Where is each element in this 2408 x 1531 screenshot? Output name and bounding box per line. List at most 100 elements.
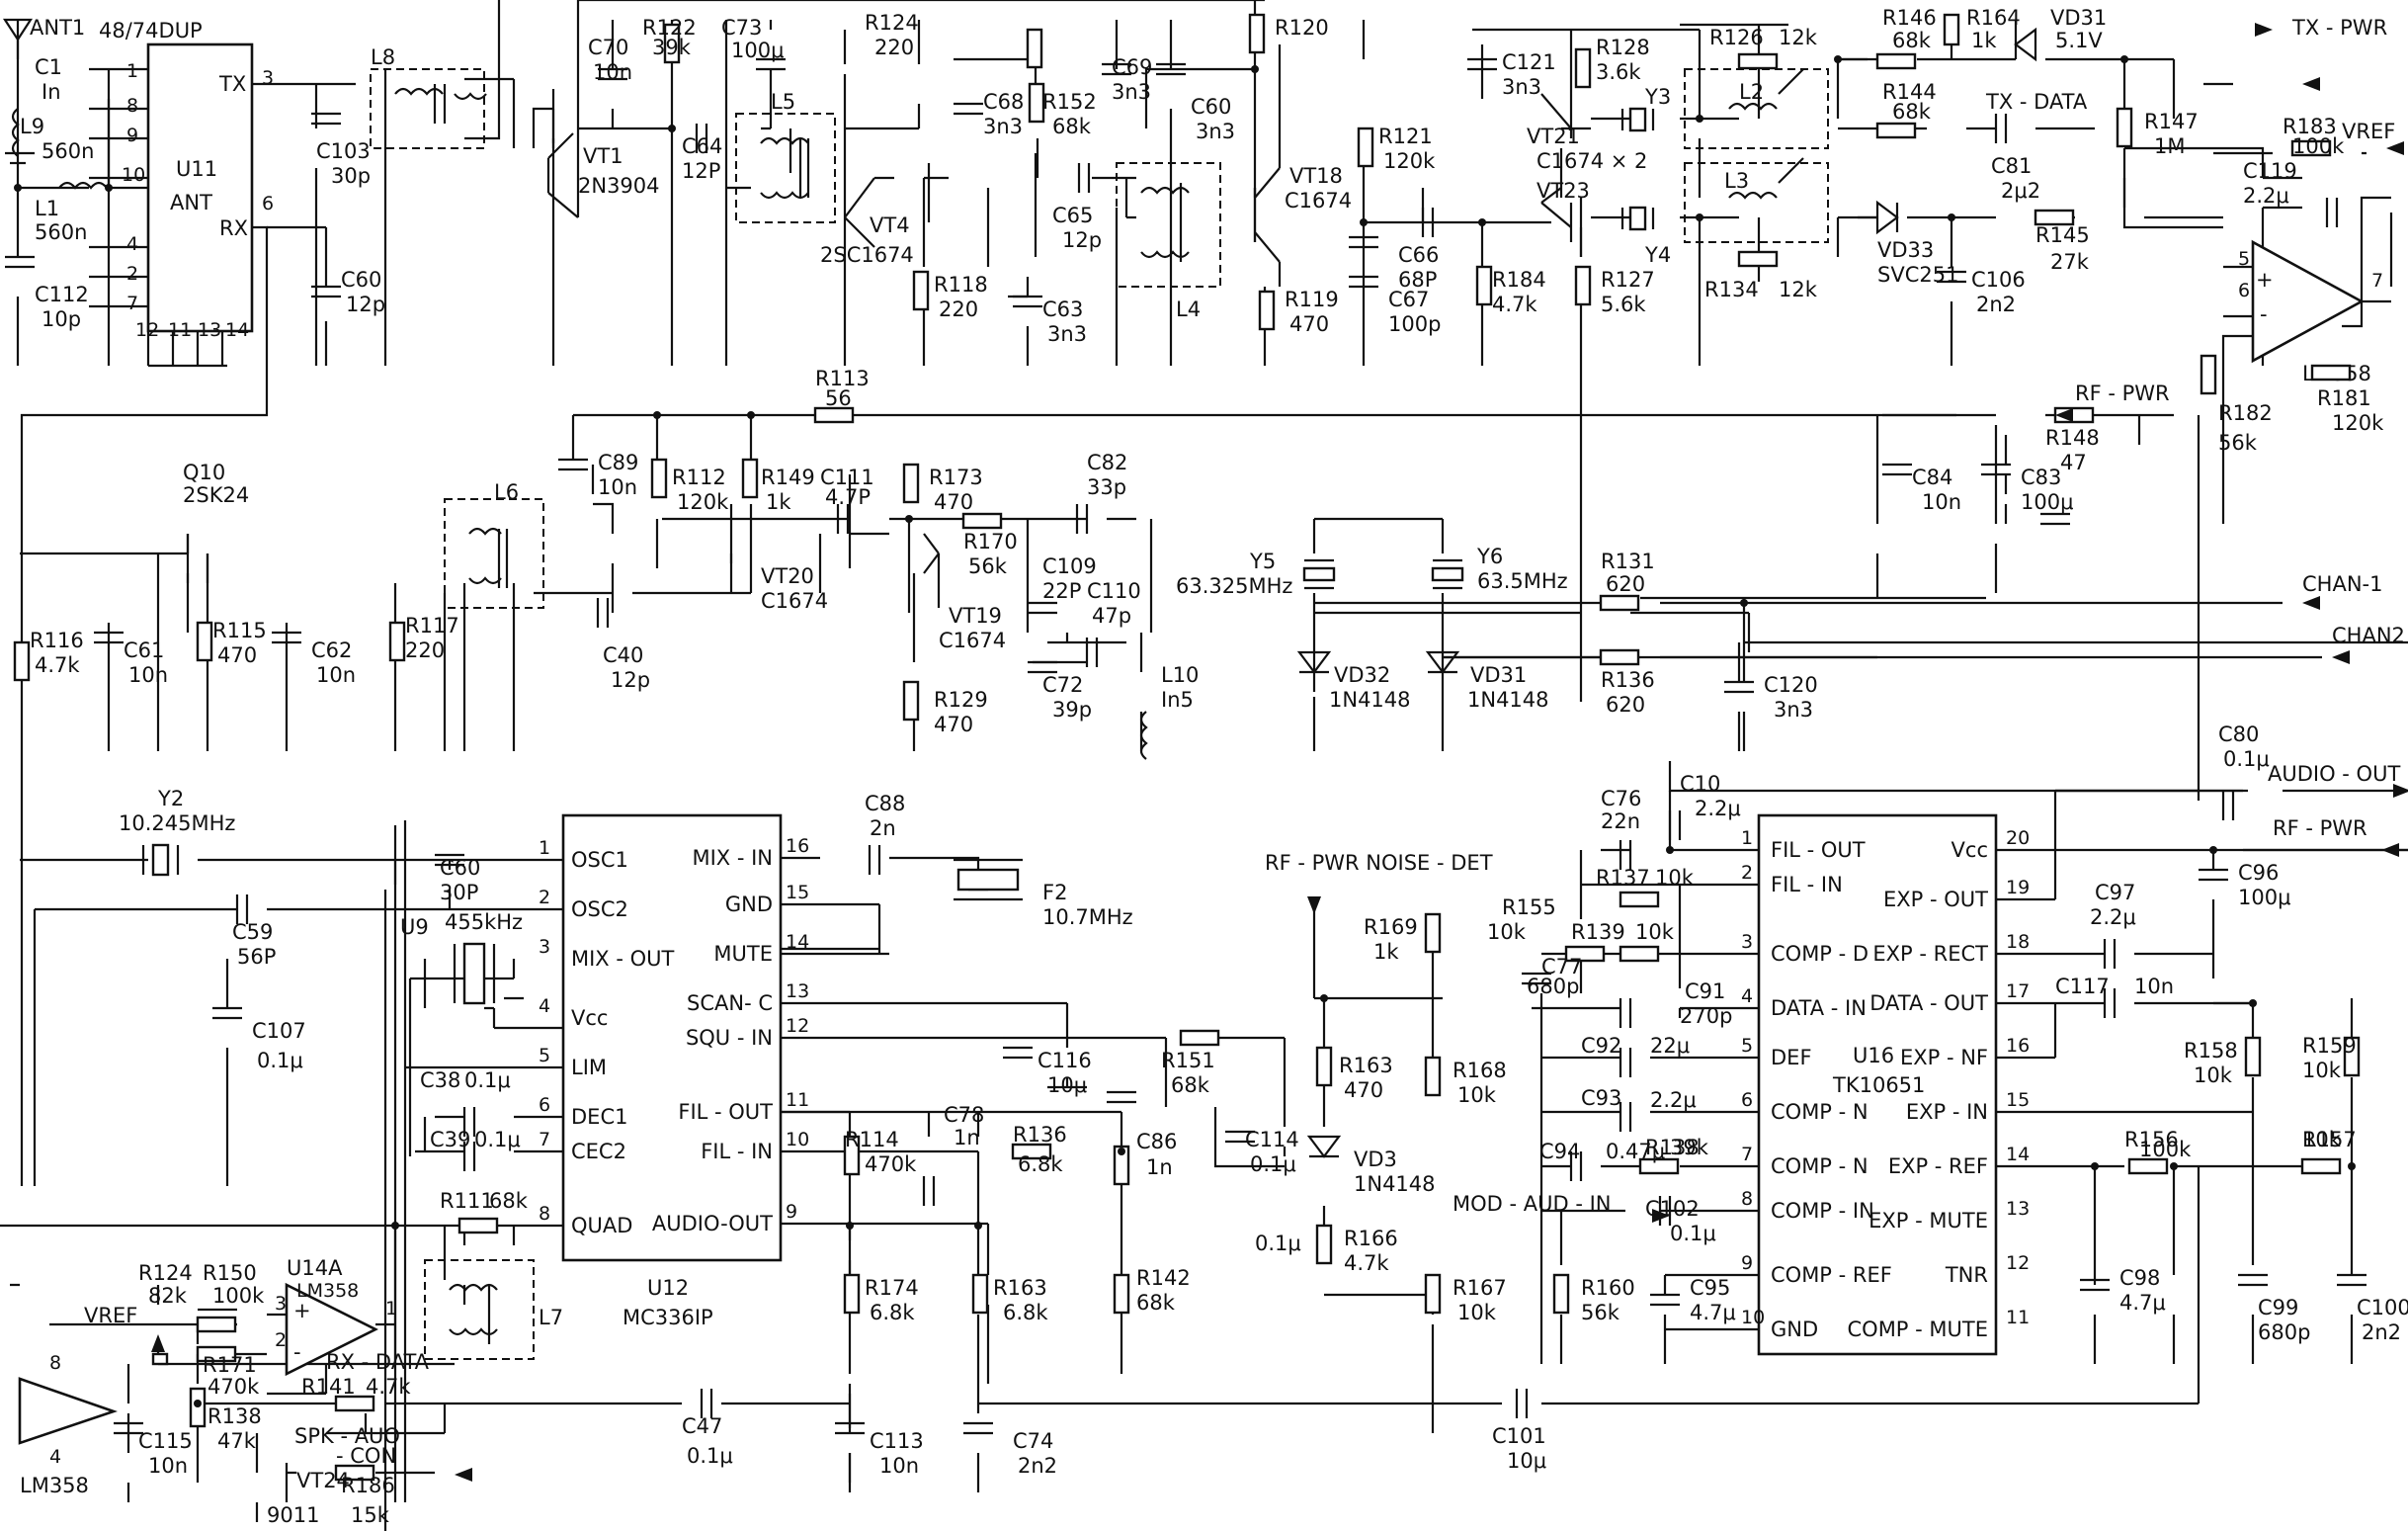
label-r112-1: 120k	[677, 490, 729, 514]
label-vd31a-0: VD31	[2050, 6, 2107, 30]
u16-pin-label-4: DATA - IN	[1771, 996, 1867, 1020]
u12-pin-label-11: FIL - OUT	[678, 1100, 773, 1124]
label-r159-0: R159	[2302, 1034, 2357, 1058]
label-c10-1: 2.2μ	[1695, 797, 1741, 820]
label-c83-1: 100μ	[2021, 490, 2073, 514]
label-vd31b-0: VD31	[1470, 663, 1527, 687]
u16-pin-label-17: DATA - OUT	[1869, 991, 1988, 1015]
label-c95-1: 4.7μ	[1690, 1301, 1736, 1324]
label-vt23-0: VT23	[1536, 179, 1590, 203]
label-r138a-1: 47k	[217, 1429, 257, 1453]
u12-pin-4: 4	[539, 995, 550, 1017]
u11-pin-8: 8	[126, 95, 138, 117]
label-u9-0: U9	[400, 915, 429, 939]
label-y2-0: Y2	[157, 787, 184, 810]
u16-pin-15: 15	[2006, 1089, 2030, 1111]
u16-pin-10: 10	[1741, 1307, 1765, 1328]
u16-pin-3: 3	[1741, 931, 1753, 953]
label-vt21-1: C1674 × 2	[1536, 149, 1647, 173]
rx-data-label: RX - DATA	[326, 1350, 430, 1374]
label-r121-0: R121	[1378, 125, 1433, 148]
label-vd33-0: VD33	[1877, 238, 1934, 262]
u16-pin-label-8: COMP - IN	[1771, 1199, 1874, 1223]
u11-pin-4: 4	[126, 233, 138, 255]
label-c72-1: 39p	[1052, 698, 1092, 722]
label-r136b-1: 6.8k	[1018, 1152, 1063, 1176]
label-r127-0: R127	[1601, 268, 1655, 292]
label-c92-0: C92	[1581, 1034, 1621, 1058]
label-r184-1: 4.7k	[1492, 293, 1537, 316]
u12-pin-label-1: OSC1	[571, 848, 628, 872]
label-c116-1: 10μ	[1047, 1073, 1087, 1097]
label-r182-1: 56k	[2218, 431, 2258, 455]
label-y2-1: 10.245MHz	[119, 811, 235, 835]
u12-pin-label-8: QUAD	[571, 1214, 632, 1237]
label-r117-1: 220	[405, 638, 445, 662]
label-vt18-0: VT18	[1289, 164, 1343, 188]
opamp-lm358-tx: + - 5 6 7 LM358	[2223, 239, 2391, 385]
label-r164-1: 1k	[1971, 29, 1997, 52]
label-l9-1: 560n	[42, 139, 94, 163]
label-l10-0: L10	[1161, 663, 1199, 687]
label-r168-0: R168	[1453, 1059, 1507, 1082]
u12-pin-label-2: OSC2	[571, 897, 628, 921]
label-vt1-1: 2N3904	[578, 174, 660, 198]
label-c59-0: C59	[232, 920, 273, 944]
opamp-tx-pin6: 6	[2238, 280, 2250, 301]
label-vt19-0: VT19	[949, 604, 1002, 628]
rf-pwr-out-label: RF - PWR	[2273, 816, 2367, 840]
label-r131-1: 620	[1606, 572, 1645, 596]
label-r183-1: 100k	[2292, 134, 2345, 158]
buffer-pin4: 4	[49, 1446, 61, 1468]
label-vd32-0: VD32	[1334, 663, 1390, 687]
u11-ref-label: U11	[176, 157, 217, 181]
label-c59-1: 56P	[237, 945, 276, 969]
u16-pin-5: 5	[1741, 1035, 1753, 1057]
label-c110-1: 47p	[1092, 604, 1131, 628]
label-r171-0: R171	[203, 1353, 257, 1377]
label-c120-0: C120	[1764, 673, 1818, 697]
u16-pin-label-3: COMP - D	[1771, 942, 1868, 966]
label-r118-0: R118	[934, 273, 988, 297]
u11-pin-7: 7	[126, 293, 138, 314]
label-r152-0: R152	[1042, 90, 1097, 114]
u16-pin-label-2: FIL - IN	[1771, 873, 1843, 896]
u11-pin-6: 6	[262, 193, 274, 214]
label-r116-0: R116	[30, 629, 84, 652]
label-c103-0: C103	[316, 139, 371, 163]
label-c112-0: C112	[35, 283, 89, 306]
label-r131-0: R131	[1601, 550, 1655, 573]
label-c70-1: 10n	[593, 60, 632, 84]
buffer-part: LM358	[20, 1474, 89, 1497]
label-r167-1: 10k	[1457, 1301, 1497, 1324]
u14a-pin1: 1	[385, 1298, 397, 1319]
label-l9-0: L9	[20, 115, 44, 138]
u11-pin-13: 13	[198, 319, 221, 341]
label-r134-1: 12k	[1779, 278, 1818, 301]
label-r145-1: 27k	[2050, 250, 2090, 274]
u11-part-label: 48/74DUP	[99, 19, 203, 43]
label-c67-0: C67	[1388, 288, 1429, 311]
u11-function-label: ANT	[170, 191, 212, 214]
label-c121-1: 3n3	[1502, 75, 1541, 99]
label-r169-0: R169	[1364, 915, 1418, 939]
label-c_01-0: 0.1μ	[1255, 1232, 1301, 1255]
label-c78-0: C78	[944, 1103, 984, 1127]
label-r170-0: R170	[963, 530, 1018, 553]
label-c63-0: C63	[1042, 298, 1083, 321]
label-c68-0: C68	[983, 90, 1024, 114]
label-r139-1: 10k	[1635, 920, 1675, 944]
label-r118-1: 220	[939, 298, 978, 321]
label-r128-1: 3.6k	[1596, 60, 1641, 84]
label-r157-1: 10k	[2302, 1128, 2342, 1151]
label-r138b-0: R138	[1645, 1136, 1700, 1159]
label-r163a-0: R163	[993, 1276, 1047, 1300]
label-r136a-0: R136	[1601, 668, 1655, 692]
label-c99-1: 680p	[2258, 1320, 2310, 1344]
label-c74-1: 2n2	[1018, 1454, 1057, 1478]
u12-ref-label: U12	[647, 1276, 689, 1300]
label-c1-1: In	[42, 80, 61, 104]
u12-pin-label-5: LIM	[571, 1056, 607, 1079]
label-y4-0: Y4	[1644, 243, 1671, 267]
u16-pin-label-14: EXP - REF	[1888, 1154, 1988, 1178]
